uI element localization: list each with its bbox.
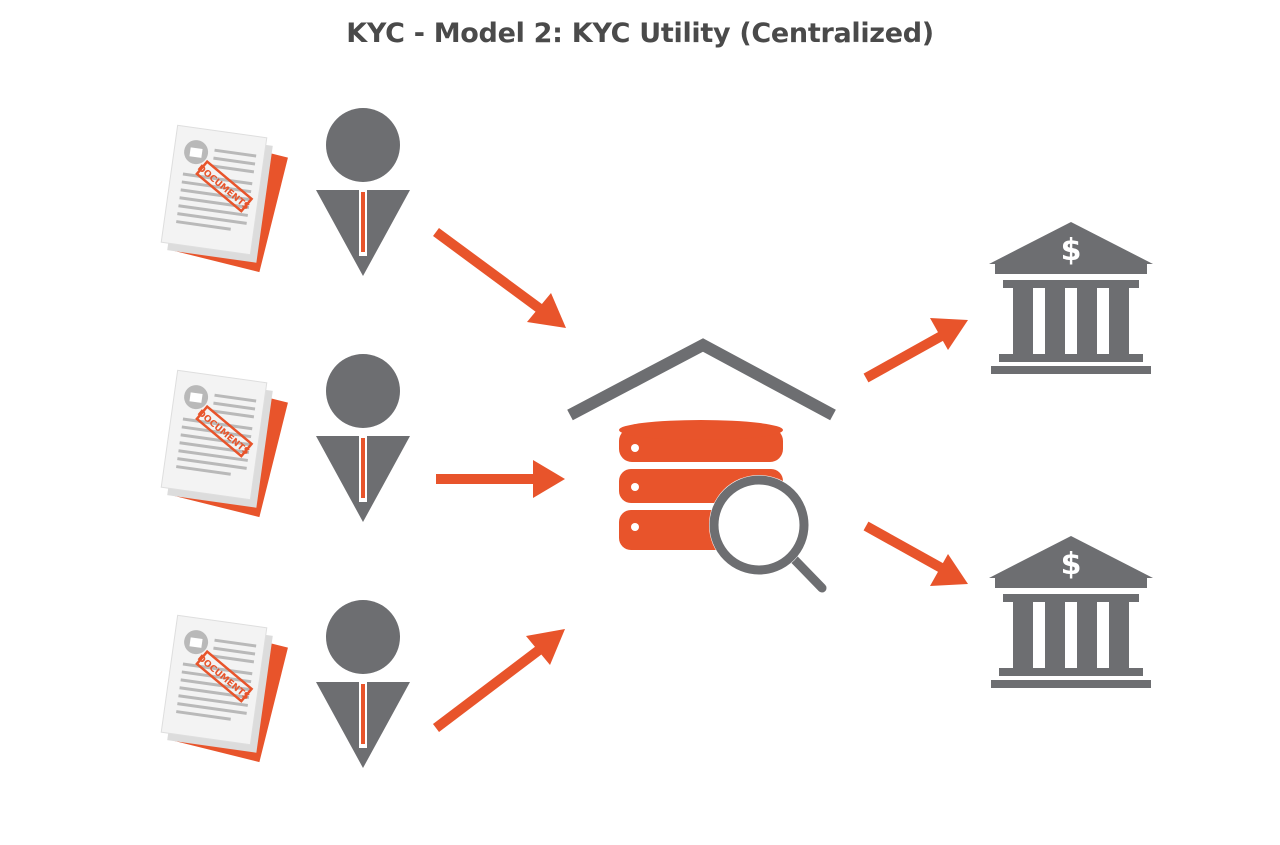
person-icon [316,600,410,768]
customer-group-2: DOCUMENTS [160,354,410,522]
bank-icon: $ [989,222,1153,374]
arrow-customer-2-to-utility [436,460,565,498]
bank-dollar-symbol: $ [1061,547,1082,582]
magnifier-icon [709,475,827,593]
customer-group-3: DOCUMENTS [160,600,410,768]
arrow-customer-3-to-utility [432,629,565,732]
arrow-customer-1-to-utility [433,227,566,328]
page-title: KYC - Model 2: KYC Utility (Centralized) [346,18,934,49]
document-stack-icon: DOCUMENTS [160,614,289,763]
customer-group-1: DOCUMENTS [160,108,410,276]
bank-icon: $ [989,536,1153,688]
arrow-utility-to-bank-2 [863,521,968,586]
document-stack-icon: DOCUMENTS [160,369,289,518]
bank-dollar-symbol: $ [1061,233,1082,268]
arrow-utility-to-bank-1 [863,318,968,383]
roof-icon [567,338,836,421]
document-stack-icon: DOCUMENTS [160,124,289,273]
person-icon [316,108,410,276]
kyc-utility [567,338,836,593]
person-icon [316,354,410,522]
